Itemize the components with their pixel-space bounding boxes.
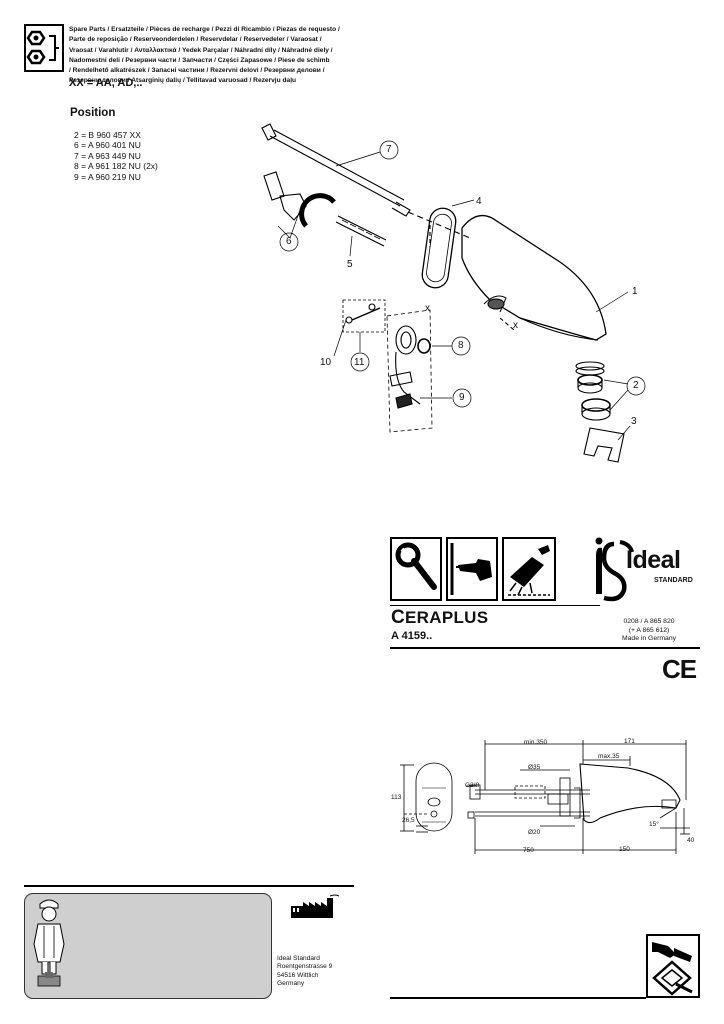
exploded-view-drawing [261,123,646,463]
dim-15deg: 15° [649,821,659,828]
variant-note: XX = AA, AD,.. [69,77,143,89]
callout-1: 1 [632,286,638,297]
callout-7: 7 [386,144,392,155]
pointing-hand-icon [446,537,498,601]
dim-150: 150 [619,846,630,853]
document-info: 0208 / A 865 820 (+ A 865 612) Made in G… [621,618,677,643]
title-rule-top [390,605,600,606]
callout-3: 3 [631,416,637,427]
callout-9: 9 [459,392,465,403]
position-item: 2 = B 960 457 XX [74,130,141,140]
position-title: Position [70,107,116,119]
dim-113: 113 [391,794,402,801]
dim-max35: max.35 [598,753,620,760]
dim-g38: G3/8 [465,782,480,789]
spare-parts-header: Spare Parts / Ersatzteile / Pièces de re… [69,26,340,85]
dim-d35: Ø35 [528,764,541,771]
dim-40: 40 [687,837,695,844]
position-list: 2 = B 960 457 XX 6 = A 960 401 NU 7 = A … [74,130,158,182]
notes-panel [24,893,272,999]
callout-5: 5 [347,259,353,270]
dim-265: 26,5 [402,817,415,824]
manufacturer-address: Ideal Standard Roentgenstrasse 9 54516 W… [277,955,333,987]
logo-subtitle: STANDARD [654,577,693,584]
logo-word: Ideal [626,546,681,574]
dim-min350: min.350 [524,739,548,746]
callout-x-upper: x [425,303,430,314]
dim-750: 750 [523,847,534,854]
dim-d20: Ø20 [528,829,541,836]
callout-4: 4 [476,196,482,207]
position-item: 8 = A 961 182 NU (2x) [74,161,158,172]
title-rule-bottom [390,647,700,649]
spare-parts-icon [24,24,64,72]
handover-icon [646,934,700,998]
bottom-rule [390,997,646,999]
brand-logo: Ideal STANDARD [590,536,704,606]
position-item: 7 = A 963 449 NU [74,150,141,161]
callout-10: 10 [320,357,332,368]
dim-171: 171 [624,738,635,745]
callout-x-lower: x [513,320,518,331]
callout-6: 6 [286,236,292,247]
footer-rule [24,885,354,887]
cleaning-icon [502,537,556,601]
dimension-drawing [400,740,690,854]
worker-icon [28,896,70,992]
product-name: CERAPLUS [391,607,489,628]
callout-2: 2 [633,380,639,391]
callout-11: 11 [354,357,365,368]
ce-mark: CE [662,654,697,684]
wrench-icon [390,537,442,601]
position-item: 9 = A 960 219 NU [74,171,141,182]
position-item: 6 = A 960 401 NU [74,140,141,151]
factory-icon [289,894,341,920]
product-code: A 4159.. [391,630,433,642]
callout-8: 8 [458,340,464,351]
